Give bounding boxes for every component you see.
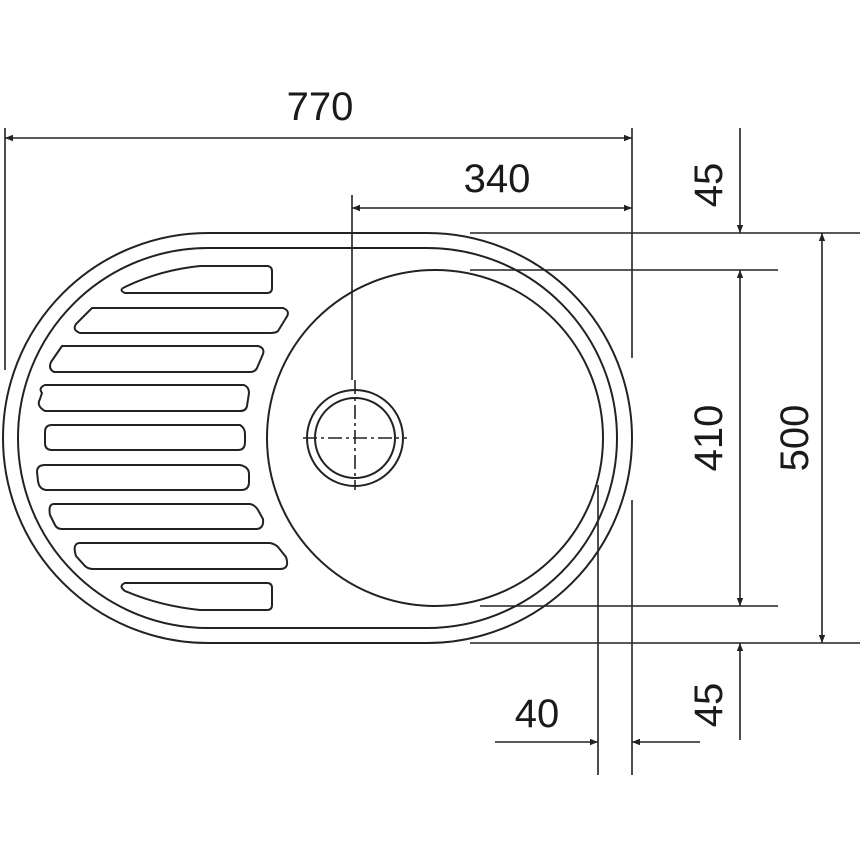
dim-45-top-label: 45 — [687, 163, 731, 208]
dim-410-label: 410 — [687, 405, 731, 472]
dim-340-label: 340 — [464, 157, 531, 201]
groove — [48, 503, 265, 530]
dim-770-label: 770 — [287, 85, 354, 129]
dim-45-bottom-label: 45 — [687, 683, 731, 728]
extension-lines — [4, 128, 860, 775]
sink-inner-outline — [17, 247, 618, 629]
dim-40-label: 40 — [515, 692, 560, 736]
groove — [49, 345, 265, 373]
groove — [35, 464, 250, 491]
drainer-grooves — [35, 265, 289, 611]
groove — [120, 582, 273, 611]
dim-500-label: 500 — [773, 405, 817, 472]
dimension-lines — [5, 128, 826, 746]
sink-outer-outline — [2, 232, 633, 644]
bowl — [266, 269, 604, 607]
groove — [44, 424, 246, 451]
groove — [73, 542, 289, 570]
groove — [73, 307, 289, 334]
groove — [120, 265, 273, 294]
groove — [37, 384, 251, 412]
